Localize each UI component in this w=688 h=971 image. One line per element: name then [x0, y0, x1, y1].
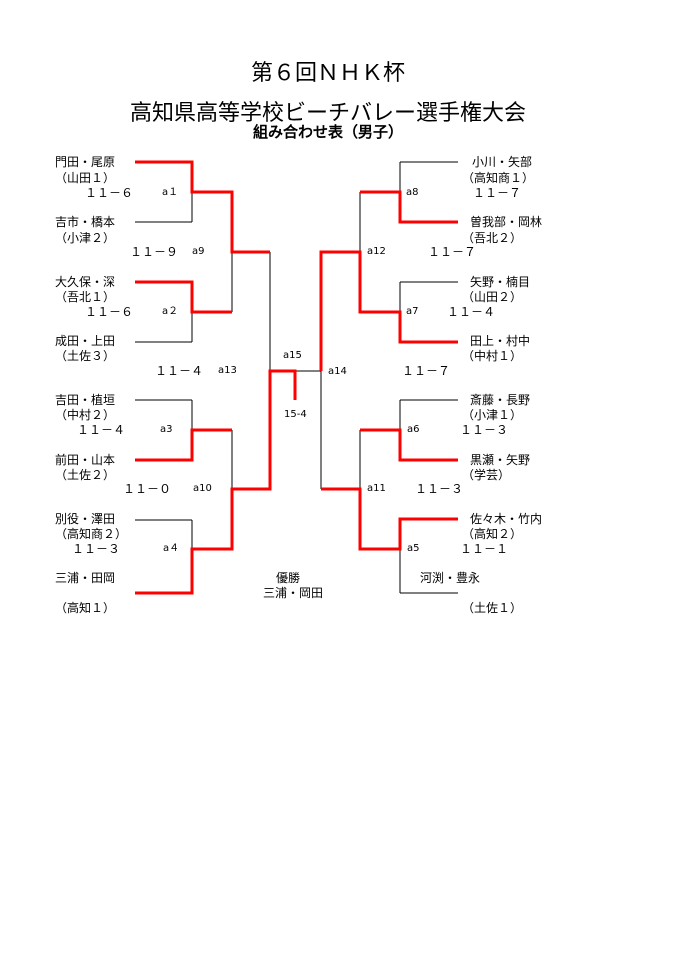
- match-id: a9: [192, 246, 205, 257]
- team-school: （中村１）: [462, 349, 523, 363]
- match-id: a12: [367, 246, 386, 257]
- bracket-winner-lines: [135, 160, 458, 595]
- champion-label: 優勝: [276, 571, 301, 585]
- team-names: 矢野・楠目: [470, 275, 531, 289]
- match-score: １１－３: [460, 423, 509, 437]
- match-id: a10: [193, 483, 212, 494]
- match-score: １１－６: [85, 186, 134, 200]
- bracket-heading: 組み合わせ表（男子）: [252, 123, 403, 141]
- team-school: （山田１）: [55, 171, 116, 185]
- champion-names: 三浦・岡田: [263, 586, 324, 600]
- final-score: 15-4: [284, 409, 307, 420]
- final-match-id: a15: [283, 350, 302, 361]
- team-names: 曽我部・岡林: [470, 215, 543, 229]
- team-school: （山田２）: [462, 290, 523, 304]
- team-school: （吾北１）: [55, 290, 116, 304]
- tournament-title: 第６回ＮＨＫ杯: [250, 61, 405, 86]
- team-names: 小川・矢部: [472, 155, 533, 169]
- match-id: a11: [367, 483, 386, 494]
- bracket-black-lines: [135, 161, 458, 594]
- match-score: １１－４: [155, 364, 204, 378]
- team-school: （吾北２）: [462, 231, 523, 245]
- team-school: （小津２）: [55, 231, 116, 245]
- match-id: a４: [163, 543, 180, 554]
- match-id: a13: [218, 365, 237, 376]
- team-school: （土佐２）: [55, 468, 116, 482]
- match-id: a3: [160, 424, 173, 435]
- team-names: 黒瀬・矢野: [470, 453, 531, 467]
- team-names: 田上・村中: [470, 334, 531, 348]
- match-id: a8: [406, 187, 419, 198]
- match-score: １１－７: [428, 245, 477, 259]
- team-names: 別役・澤田: [55, 512, 116, 526]
- match-id: a6: [407, 424, 420, 435]
- match-score: １１－４: [77, 423, 126, 437]
- team-school: （小津１）: [462, 408, 523, 422]
- team-names: 門田・尾原: [55, 155, 116, 169]
- match-score: １１－１: [460, 542, 509, 556]
- match-id: a7: [406, 306, 419, 317]
- match-id: a１: [162, 187, 179, 198]
- team-school: （中村２）: [55, 408, 116, 422]
- match-score: １１－６: [85, 305, 134, 319]
- match-id: a２: [162, 306, 179, 317]
- team-names: 吉市・橋本: [55, 215, 116, 229]
- match-score: １１－３: [415, 482, 464, 496]
- team-school: （高知２）: [462, 527, 523, 541]
- team-school: （高知商２）: [55, 527, 128, 541]
- team-names: 斎藤・長野: [470, 393, 531, 407]
- tournament-subtitle: 高知県高等学校ビーチバレー選手権大会: [129, 101, 526, 126]
- team-names: 河渕・豊永: [420, 571, 481, 585]
- match-score: １１－７: [473, 186, 522, 200]
- match-score: １１－３: [72, 542, 121, 556]
- team-names: 大久保・深: [55, 275, 116, 289]
- match-score: １１－９: [130, 245, 179, 259]
- team-names: 佐々木・竹内: [470, 512, 543, 526]
- team-names: 前田・山本: [55, 453, 116, 467]
- team-school: （高知１）: [55, 601, 116, 615]
- team-school: （学芸）: [462, 468, 511, 482]
- team-school: （土佐３）: [55, 349, 116, 363]
- team-names: 三浦・田岡: [55, 571, 116, 585]
- match-score: １１－０: [123, 482, 172, 496]
- team-names: 吉田・植垣: [55, 393, 116, 407]
- team-school: （高知商１）: [462, 171, 535, 185]
- team-names: 成田・上田: [55, 334, 116, 348]
- match-id: a5: [407, 543, 420, 554]
- match-score: １１－７: [402, 364, 451, 378]
- match-score: １１－４: [447, 305, 496, 319]
- team-school: （土佐１）: [462, 601, 523, 615]
- match-id: a14: [328, 366, 347, 377]
